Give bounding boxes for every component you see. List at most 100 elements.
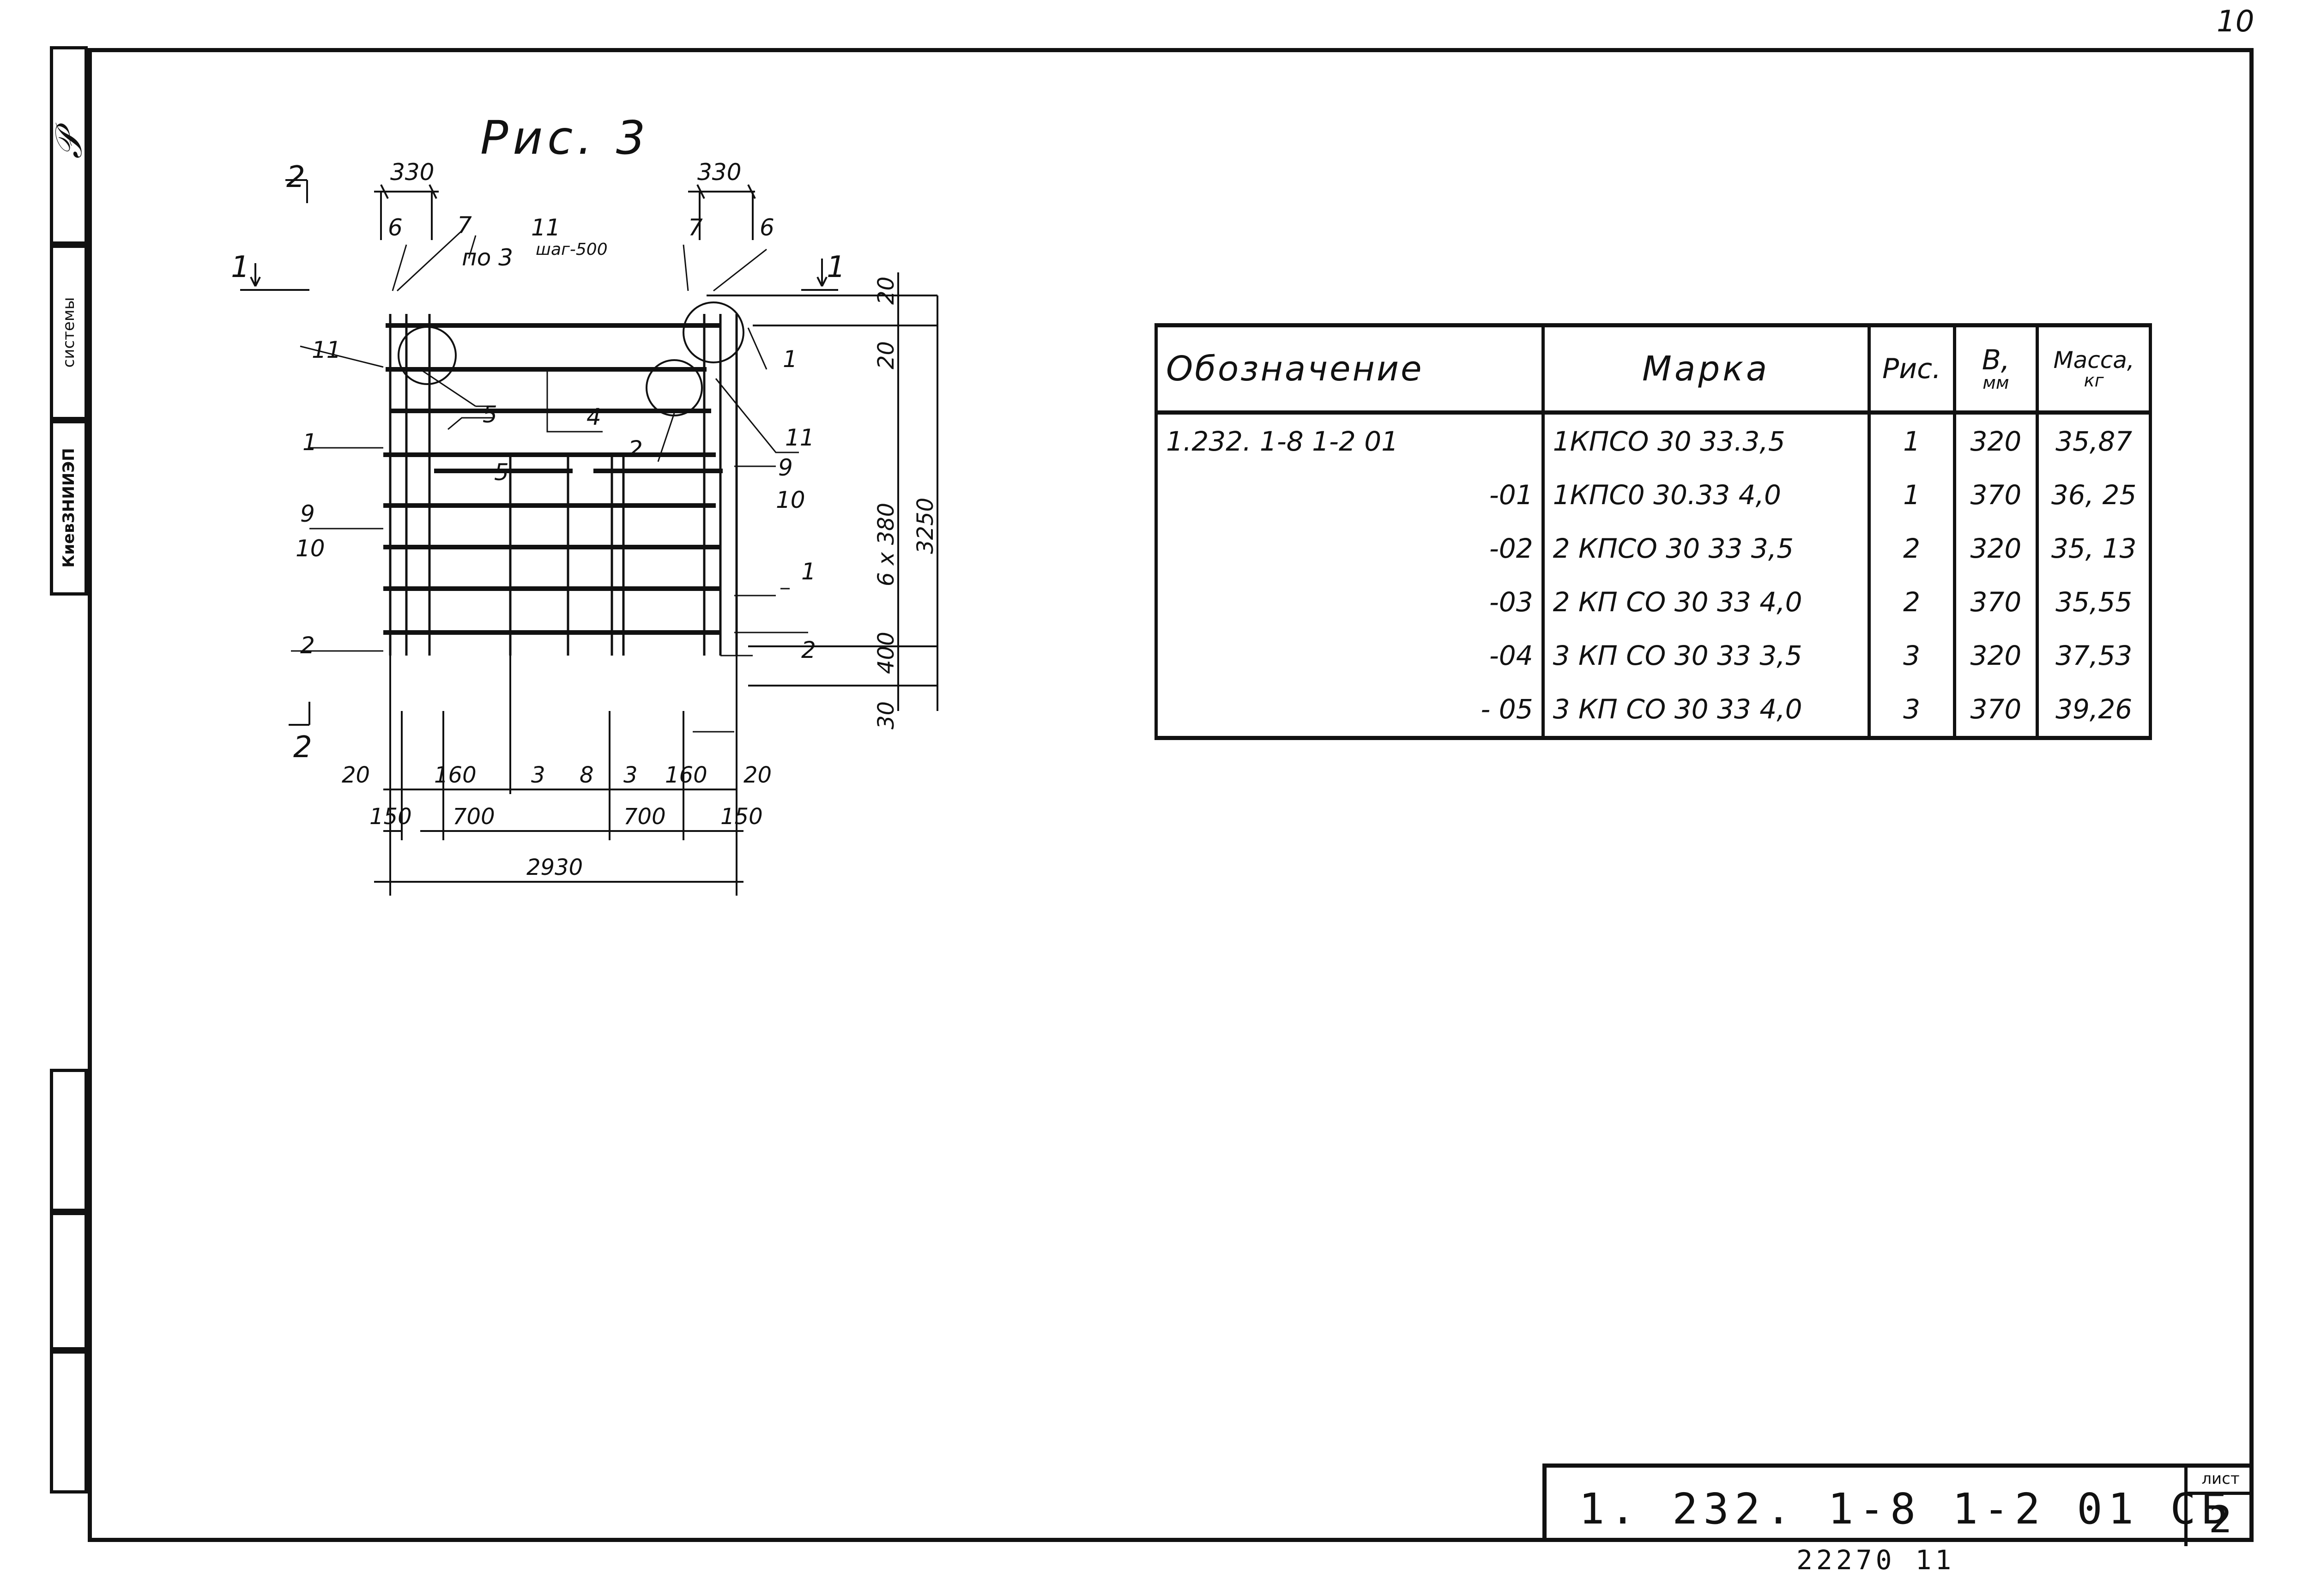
row-fig: 2: [1867, 522, 1956, 575]
section-1-left: 1: [231, 250, 250, 284]
row-mark: 3 КП СО 30 33 4,0: [1541, 682, 1871, 740]
callout-shag: шаг-500: [536, 240, 608, 259]
dim-bottom-3-right: 3: [623, 762, 638, 788]
dim-330-left: 330: [390, 159, 434, 186]
header-fig: Рис.: [1867, 323, 1956, 415]
dim-bottom-700-left: 700: [453, 804, 495, 830]
table-row: -02 2 КПСО 30 33 3,5 2 320 35, 13: [1154, 522, 2152, 575]
dim-total-width: 2930: [526, 855, 583, 880]
stamp-cell-1: [50, 1069, 88, 1212]
sheet-box: лист 2: [2184, 1468, 2254, 1546]
section-2-top: 2: [286, 160, 305, 194]
dim-bottom-8: 8: [580, 762, 594, 788]
callout-6-right: 6: [760, 214, 774, 241]
row-b: 370: [1952, 682, 2039, 740]
row-fig: 1: [1867, 412, 1956, 468]
row-mass: 35,87: [2036, 412, 2152, 468]
row-fig: 1: [1867, 468, 1956, 522]
institute-box: КиевЗНИИЭП: [50, 420, 88, 596]
dim-6x380: 6 x 380: [873, 503, 899, 586]
figure-title: Рис. 3: [480, 111, 650, 165]
callout-5-b: 5: [494, 459, 509, 486]
dim-bottom-3-left: 3: [531, 762, 545, 788]
callout-11-left: 11: [312, 337, 341, 363]
table-row: 1.232. 1-8 1-2 01 1КПСО 30 33.3,5 1 320 …: [1154, 412, 2152, 468]
sheet-label: лист: [2188, 1470, 2254, 1495]
header-b-label: B,: [1982, 344, 2010, 376]
callout-9-left: 9: [300, 500, 315, 527]
header-mass: Масса, кг: [2036, 323, 2152, 415]
callout-2-left: 2: [300, 632, 315, 659]
dim-bottom-20-left: 20: [342, 762, 370, 788]
row-mass: 35,55: [2036, 575, 2152, 629]
callout-po3: по 3: [462, 244, 513, 271]
row-mass: 37,53: [2036, 629, 2152, 682]
dim-30: 30: [873, 701, 899, 729]
callout-6-left: 6: [388, 214, 403, 241]
table-row: -01 1КПС0 30.33 4,0 1 370 36, 25: [1154, 468, 2152, 522]
row-fig: 3: [1867, 629, 1956, 682]
table-row: - 05 3 КП СО 30 33 4,0 3 370 39,26: [1154, 682, 2152, 740]
callout-11-top: 11: [531, 214, 561, 241]
specification-table: Обозначение Марка Рис. B, мм Масса, кг 1…: [1154, 323, 2152, 740]
dim-3250: 3250: [913, 498, 938, 554]
left-side-strip: 𝒫 системы КиевЗНИИЭП: [47, 46, 91, 1544]
header-mass-unit: кг: [2084, 370, 2104, 391]
table-row: -04 3 КП СО 30 33 3,5 3 320 37,53: [1154, 629, 2152, 682]
row-b: 320: [1952, 522, 2039, 575]
drawing-frame: [88, 48, 2254, 1542]
header-mass-label: Масса,: [2053, 347, 2134, 373]
callout-5-a: 5: [483, 401, 497, 428]
callout-7-right: 7: [688, 214, 703, 241]
callout-11-right: 11: [785, 424, 815, 451]
row-mass: 35, 13: [2036, 522, 2152, 575]
callout-4: 4: [586, 404, 601, 430]
stamp-cell-3: [50, 1350, 88, 1494]
row-mass: 39,26: [2036, 682, 2152, 740]
row-designation: - 05: [1154, 682, 1545, 740]
row-designation: -04: [1154, 629, 1545, 682]
dim-20: 20: [873, 341, 899, 369]
sheet-number: 2: [2209, 1498, 2232, 1541]
systems-box: системы: [50, 245, 88, 420]
callout-2-right: 2: [801, 637, 816, 663]
header-mark: Марка: [1541, 323, 1871, 415]
document-code: 1. 232. 1-8 1-2 01 СБ: [1579, 1484, 2233, 1534]
callout-7-left: 7: [457, 212, 472, 239]
callout-10-right: 10: [776, 487, 805, 513]
row-b: 370: [1952, 468, 2039, 522]
row-designation: -03: [1154, 575, 1545, 629]
dim-20-top: 20: [873, 277, 899, 305]
row-b: 320: [1952, 412, 2039, 468]
header-b: B, мм: [1952, 323, 2039, 415]
callout-1-left: 1: [302, 429, 317, 456]
table-row: -03 2 КП СО 30 33 4,0 2 370 35,55: [1154, 575, 2152, 629]
callout-2-mid: 2: [628, 436, 643, 463]
row-mark: 3 КП СО 30 33 3,5: [1541, 629, 1871, 682]
row-mass: 36, 25: [2036, 468, 2152, 522]
callout-1-right-mid: 1: [801, 558, 816, 585]
row-designation: -02: [1154, 522, 1545, 575]
section-2-bottom: 2: [293, 730, 312, 765]
row-mark: 1КПСО 30 33.3,5: [1541, 412, 1871, 468]
dim-bottom-160-right: 160: [665, 762, 707, 788]
callout-9-right: 9: [778, 454, 793, 481]
row-designation: 1.232. 1-8 1-2 01: [1154, 412, 1545, 468]
header-designation: Обозначение: [1154, 323, 1545, 415]
row-mark: 1КПС0 30.33 4,0: [1541, 468, 1871, 522]
signature-mark: 𝒫: [47, 132, 90, 159]
reinforcement-cage-drawing: 2 1 1 2 330 330 6 7 по 3 11 шаг-500 7 6 …: [231, 159, 938, 896]
section-1-right: 1: [827, 250, 846, 284]
archive-number: 22270 11: [1796, 1544, 1955, 1576]
dim-bottom-160-left: 160: [434, 762, 477, 788]
dim-bottom-20-right: 20: [743, 762, 772, 788]
dim-400: 400: [873, 632, 899, 674]
row-designation: -01: [1154, 468, 1545, 522]
row-b: 370: [1952, 575, 2039, 629]
dim-330-right: 330: [697, 159, 741, 186]
row-b: 320: [1952, 629, 2039, 682]
systems-label: системы: [60, 297, 78, 368]
header-b-unit: мм: [1983, 373, 2009, 393]
signature-box: 𝒫: [47, 46, 90, 245]
row-fig: 2: [1867, 575, 1956, 629]
